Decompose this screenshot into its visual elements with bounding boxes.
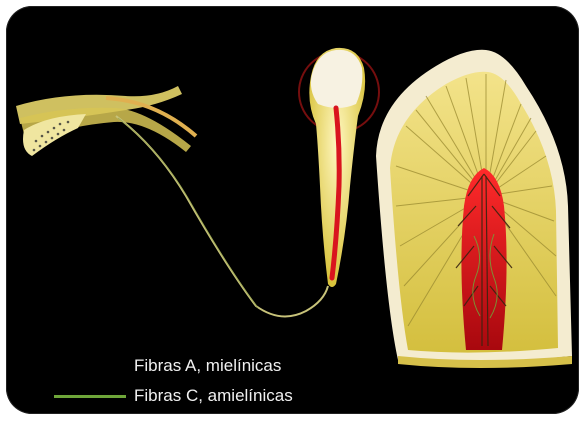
legend-swatch-fibras-c <box>54 395 126 398</box>
legend-label-fibras-a: Fibras A, mielínicas <box>134 356 281 376</box>
legend-item-fibras-c: Fibras C, amielínicas <box>54 381 293 411</box>
legend: Fibras A, mielínicas Fibras C, amielínic… <box>54 351 293 411</box>
tooth-icon <box>309 48 365 287</box>
legend-swatch-fibras-a <box>54 365 126 368</box>
legend-label-fibras-c: Fibras C, amielínicas <box>134 386 293 406</box>
legend-item-fibras-a: Fibras A, mielínicas <box>54 351 293 381</box>
ganglion-icon <box>16 86 196 156</box>
diagram-frame: Fibras A, mielínicas Fibras C, amielínic… <box>6 6 579 414</box>
tooth-cross-section-icon <box>376 50 572 368</box>
nerve-fiber <box>116 116 328 316</box>
